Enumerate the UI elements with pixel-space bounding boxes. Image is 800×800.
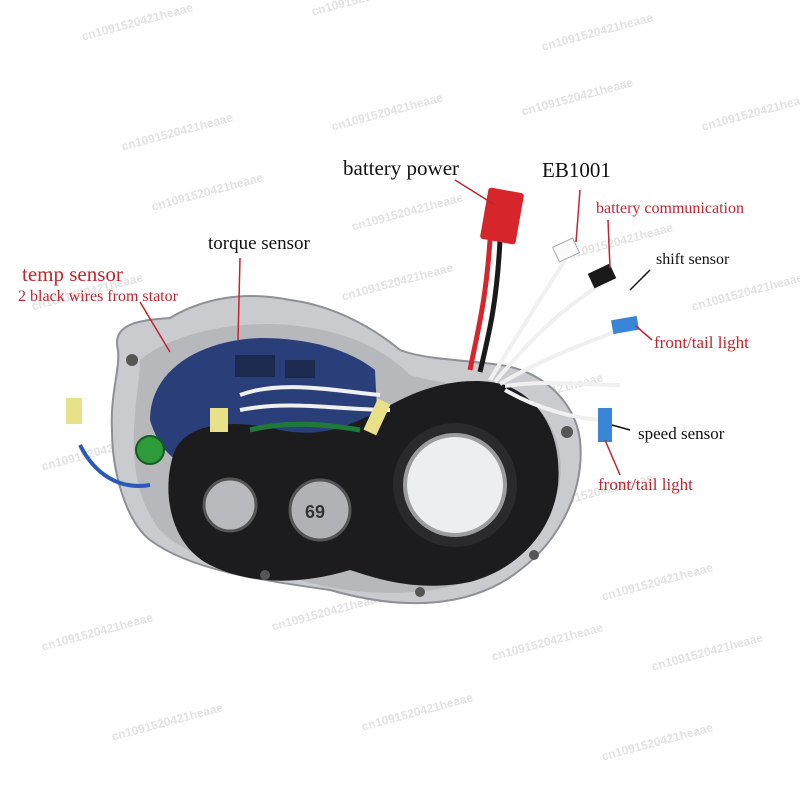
label-shift-sensor: shift sensor <box>656 251 730 268</box>
screw-hole <box>529 550 539 560</box>
pcb-chip <box>285 360 315 378</box>
middle-cap <box>288 478 352 542</box>
blue-wire <box>78 444 151 488</box>
yellow-connector <box>363 398 391 436</box>
capacitor <box>135 435 165 465</box>
battery-wire-red <box>467 239 493 371</box>
black-connector <box>587 263 617 289</box>
screw-hole <box>260 570 270 580</box>
green-wire <box>249 421 361 433</box>
yellow-connector <box>210 408 228 432</box>
screw-hole <box>415 587 425 597</box>
label-speed-sensor: speed sensor <box>638 424 725 443</box>
blue-connector <box>610 315 640 335</box>
large-bearing-opening <box>403 433 507 537</box>
cap-marking: 69 <box>305 502 325 522</box>
label-front-tail-light-1: front/tail light <box>654 333 749 352</box>
label-torque-sensor: torque sensor <box>208 233 310 254</box>
leader-lines <box>139 179 653 476</box>
battery-wire-black <box>477 239 503 373</box>
label-stator-wires: 2 black wires from stator <box>18 288 178 305</box>
pcb-chip <box>235 355 275 377</box>
label-battery-communication: battery communication <box>596 200 744 217</box>
white-connector <box>551 237 581 263</box>
wire-bundle <box>239 258 621 422</box>
screw-hole <box>126 354 138 366</box>
battery-connector <box>480 187 524 245</box>
label-battery-power: battery power <box>343 156 460 180</box>
label-temp-sensor: temp sensor <box>22 262 123 286</box>
blue-connector <box>598 408 612 442</box>
label-eb-code: EB1001 <box>542 158 611 182</box>
yellow-connector <box>66 398 82 424</box>
left-cap <box>202 477 258 533</box>
screw-hole <box>561 426 573 438</box>
label-front-tail-light-2: front/tail light <box>598 475 693 494</box>
